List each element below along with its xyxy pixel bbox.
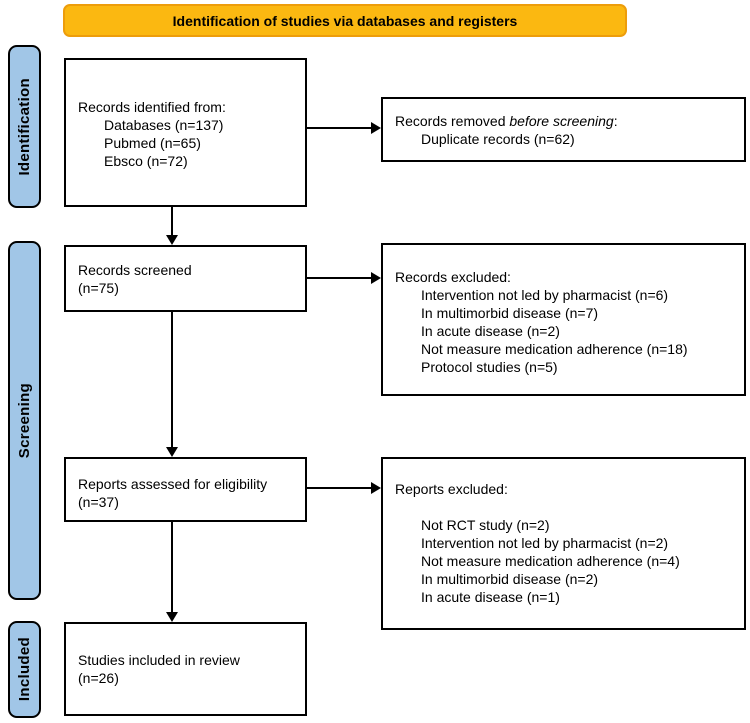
records-removed-list: Duplicate records (n=62): [395, 130, 736, 148]
records-excluded-title: Records excluded:: [395, 269, 511, 285]
records-excluded-list: Intervention not led by pharmacist (n=6)…: [395, 286, 736, 376]
list-item: Intervention not led by pharmacist (n=2): [421, 535, 669, 551]
stage-included-label: Included: [16, 637, 33, 702]
list-item: In multimorbid disease (n=2): [421, 571, 599, 587]
records-identified-title: Records identified from:: [78, 99, 226, 115]
arrow-head-right-icon: [371, 122, 381, 134]
records-identified-box: Records identified from: Databases (n=13…: [64, 58, 307, 207]
stage-identification-label: Identification: [16, 77, 33, 176]
stage-screening-label: Screening: [16, 382, 33, 459]
list-item: In acute disease (n=2): [421, 323, 560, 339]
arrow-head-down-icon: [166, 447, 178, 457]
list-item: Duplicate records (n=62): [421, 131, 575, 147]
arrow-line: [171, 207, 173, 235]
records-removed-title-prefix: Records removed: [395, 113, 510, 129]
stage-included: Included: [8, 621, 41, 718]
list-item: Databases (n=137): [104, 117, 224, 133]
list-item: Ebsco (n=72): [104, 153, 188, 169]
list-item: Intervention not led by pharmacist (n=6): [421, 287, 669, 303]
arrow-head-right-icon: [371, 272, 381, 284]
records-excluded-box: Records excluded: Intervention not led b…: [381, 243, 746, 396]
records-identified-list: Databases (n=137) Pubmed (n=65) Ebsco (n=7…: [78, 116, 297, 170]
arrow-head-right-icon: [371, 482, 381, 494]
arrow-line: [307, 127, 371, 129]
records-removed-title: Records removed before screening:: [395, 112, 736, 130]
stage-identification: Identification: [8, 45, 41, 208]
list-item: Pubmed (n=65): [104, 135, 201, 151]
arrow-line: [307, 487, 371, 489]
arrow-head-down-icon: [166, 612, 178, 622]
list-item: Not measure medication adherence (n=4): [421, 553, 680, 569]
reports-excluded-title: Reports excluded:: [395, 481, 508, 497]
arrow-line: [171, 522, 173, 612]
records-screened-box: Records screened (n=75): [64, 245, 307, 312]
list-item: Not RCT study (n=2): [421, 517, 550, 533]
list-item: In acute disease (n=1): [421, 589, 560, 605]
list-item: Protocol studies (n=5): [421, 359, 558, 375]
records-removed-box: Records removed before screening: Duplic…: [381, 97, 746, 162]
records-removed-title-suffix: :: [613, 113, 618, 129]
studies-included-box: Studies included in review (n=26): [64, 622, 307, 716]
arrow-line: [171, 312, 173, 447]
stage-screening: Screening: [8, 241, 41, 600]
reports-assessed-box: Reports assessed for eligibility (n=37): [64, 457, 307, 522]
list-item: In multimorbid disease (n=7): [421, 305, 599, 321]
list-item: Not measure medication adherence (n=18): [421, 341, 688, 357]
reports-excluded-box: Reports excluded: Not RCT study (n=2) Int…: [381, 457, 746, 630]
records-removed-title-italic: before screening: [509, 113, 614, 129]
banner: Identification of studies via databases …: [63, 4, 627, 37]
arrow-head-down-icon: [166, 235, 178, 245]
banner-label: Identification of studies via databases …: [172, 12, 518, 29]
arrow-line: [307, 277, 371, 279]
reports-excluded-list: Not RCT study (n=2) Intervention not led …: [395, 516, 736, 606]
